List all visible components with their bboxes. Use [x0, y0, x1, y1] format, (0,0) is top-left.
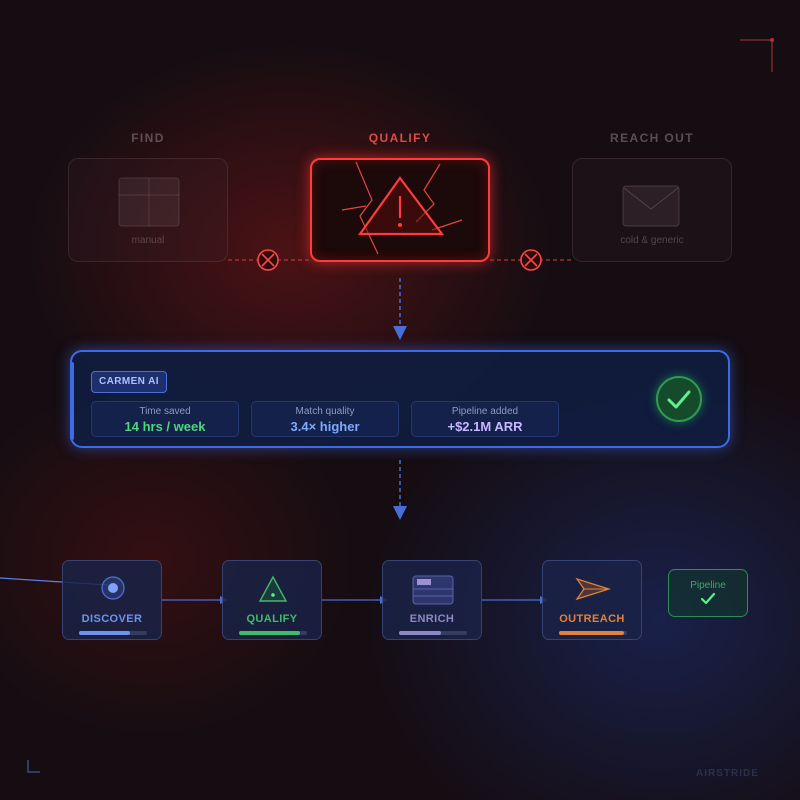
pipeline-step-qualify: QUALIFY [222, 560, 322, 640]
corner-mark-top-right [740, 39, 773, 72]
qualify-alert-card [310, 158, 490, 262]
carmen-ai-badge: CARMEN AI [91, 371, 167, 393]
stage-label-find: FIND [131, 131, 165, 145]
pipeline-result-box: Pipeline [668, 569, 748, 617]
spreadsheet-icon [118, 177, 180, 227]
x-circle-icon [520, 249, 542, 271]
corner-mark-bottom-left [27, 760, 40, 773]
check-icon [700, 592, 716, 605]
metric-label: Pipeline added [451, 406, 519, 417]
brand-watermark: AIRSTRIDE [696, 768, 759, 779]
stage-label-reach-out: REACH OUT [610, 131, 694, 145]
pipeline-step-enrich: ENRICH [382, 560, 482, 640]
step-progress [239, 631, 307, 635]
paper-plane-icon [575, 577, 611, 601]
metric-value: 3.4× higher [290, 419, 360, 434]
metric-pipeline-added: Pipeline added +$2.1M ARR [411, 401, 559, 437]
panel-accent [70, 362, 74, 440]
step-progress [399, 631, 467, 635]
carmen-ai-panel: CARMEN AI Time saved 14 hrs / week Match… [70, 350, 730, 448]
step-progress [559, 631, 627, 635]
find-caption: manual [131, 235, 165, 246]
step-progress [79, 631, 147, 635]
metric-label: Time saved [139, 406, 191, 417]
reach-out-card: cold & generic [572, 158, 732, 262]
triangle-icon [258, 575, 288, 602]
envelope-icon [622, 185, 680, 227]
step-label: QUALIFY [246, 613, 298, 625]
pipeline-result-label: Pipeline [690, 580, 726, 591]
stage-label-qualify: QUALIFY [368, 131, 432, 145]
metric-value: 14 hrs / week [124, 419, 206, 434]
warning-triangle-icon [341, 161, 463, 255]
pipeline-step-discover: DISCOVER [62, 560, 162, 640]
step-label: ENRICH [409, 613, 455, 625]
metric-value: +$2.1M ARR [447, 419, 523, 434]
success-check-icon [656, 376, 702, 422]
find-card: manual [68, 158, 228, 262]
target-icon [101, 576, 125, 600]
reach-out-caption: cold & generic [620, 235, 684, 246]
step-label: DISCOVER [81, 613, 143, 625]
card-icon [412, 575, 454, 605]
x-circle-icon [257, 249, 279, 271]
pipeline-step-outreach: OUTREACH [542, 560, 642, 640]
metric-label: Match quality [295, 406, 355, 417]
metric-match-quality: Match quality 3.4× higher [251, 401, 399, 437]
step-label: OUTREACH [559, 613, 625, 625]
metric-time-saved: Time saved 14 hrs / week [91, 401, 239, 437]
